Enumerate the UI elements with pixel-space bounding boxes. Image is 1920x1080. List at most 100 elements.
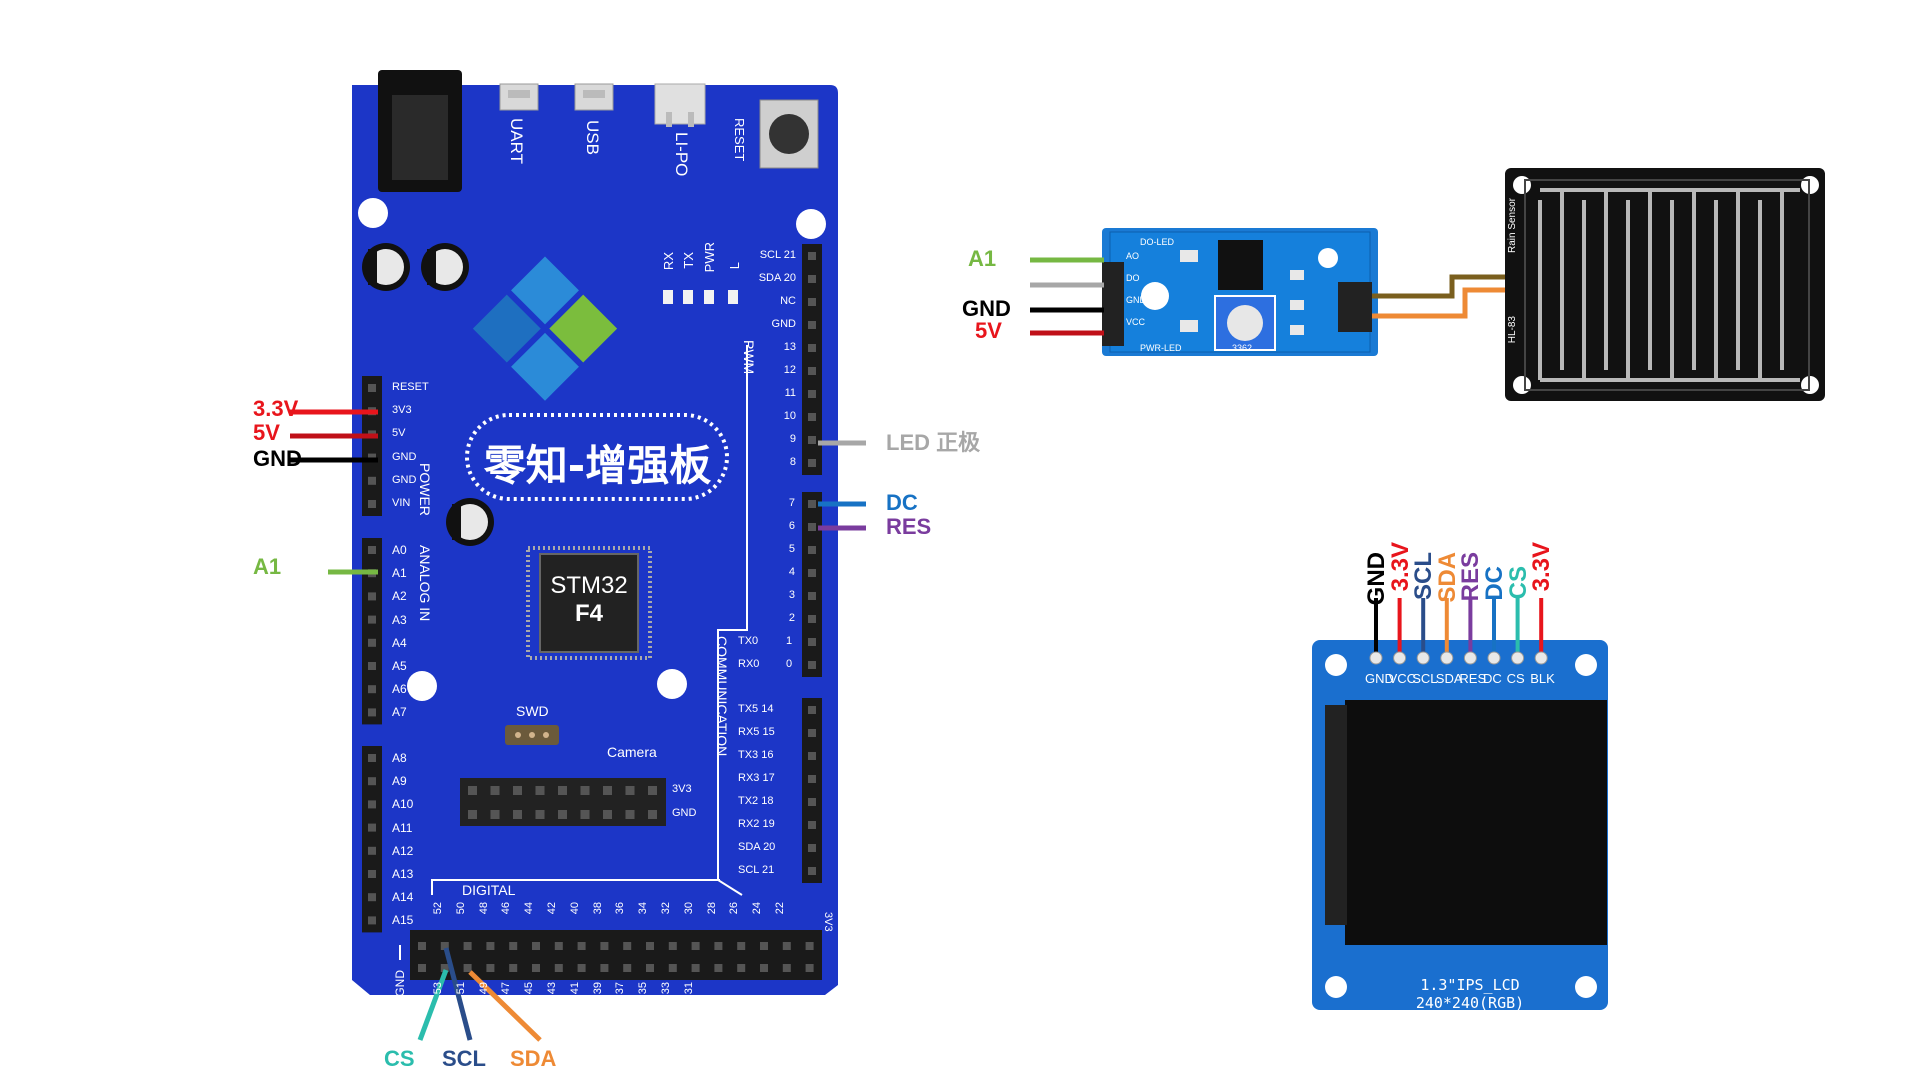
bottom-pin-label: 26 <box>728 902 741 915</box>
bottom-header-pin <box>782 942 791 950</box>
digital-header-pin <box>808 546 816 554</box>
left-wire-label: GND <box>253 446 302 471</box>
bottom-wire-label: CS <box>384 1046 415 1071</box>
bottom-pin-label: 42 <box>546 902 558 915</box>
comm-header-pin <box>808 729 816 737</box>
lcd-wire-label: 3.3V <box>1528 542 1556 592</box>
digital-header-pin <box>808 569 816 577</box>
digital-pin-label: TX0 <box>738 635 759 647</box>
digital-header-pin <box>808 500 816 508</box>
lcd-pin <box>1393 651 1407 665</box>
digital-pin-label: 3 <box>788 589 795 601</box>
bottom-header-pin <box>440 964 449 972</box>
comm-header-pin <box>808 775 816 783</box>
comm-pin-label: TX2 18 <box>738 795 774 807</box>
lcd-pin <box>1534 651 1548 665</box>
camera-header-pin <box>648 786 657 795</box>
comm-pin-label: RX3 17 <box>738 772 775 784</box>
led-l-label: L <box>727 262 742 270</box>
bottom-header-pin <box>486 964 495 972</box>
comm-pin-label: RX5 15 <box>738 726 775 738</box>
bottom-header-pin <box>418 942 426 950</box>
comm-pin-label: SCL 21 <box>738 864 775 876</box>
usb-port <box>574 83 614 111</box>
bottom-pin-label: 47 <box>500 982 513 995</box>
bottom-header-pin <box>623 964 632 972</box>
bottom-header-pin <box>623 942 632 950</box>
lcd-screen <box>1345 700 1607 945</box>
uart-label: UART <box>507 118 526 164</box>
sensor-wire-label: GND <box>962 296 1011 321</box>
analog-header-1-pin <box>368 615 376 624</box>
camera-header-pin <box>558 810 567 819</box>
pwm-header-pin <box>808 390 816 398</box>
bottom-header-pin <box>577 942 586 950</box>
digital-header-pin <box>808 523 816 531</box>
bottom-pin-label: 46 <box>500 902 513 915</box>
chip-label-1: STM32 <box>550 572 628 599</box>
bottom-3v3-label: 3V3 <box>822 912 834 932</box>
rain-traces <box>1524 179 1810 391</box>
lcd-pin-label: GND <box>1365 671 1394 686</box>
digital-header-pin <box>808 592 816 600</box>
analog-pin-label: A9 <box>392 774 407 789</box>
comm-header-pin <box>808 821 816 829</box>
lipo-connector <box>654 83 706 125</box>
analog-header-2-pin <box>368 823 376 832</box>
rain-sensor-model: HL-83 <box>1507 316 1518 344</box>
power-header-pin <box>368 384 376 392</box>
bottom-header-pin <box>691 942 700 950</box>
comm-header <box>802 698 822 883</box>
pin-headers <box>362 244 822 980</box>
bottom-header-pin <box>691 964 700 972</box>
camera-header-pin <box>513 810 522 819</box>
pwm-header-pin <box>808 459 816 467</box>
chip-label-2: F4 <box>574 600 603 627</box>
pwm-pin-label: GND <box>771 318 796 330</box>
lcd-wire-label: SCL <box>1410 552 1438 600</box>
pwm-header-pin <box>808 413 816 421</box>
analog-pin-label: A13 <box>392 867 414 881</box>
camera-header-pin <box>468 810 477 819</box>
bottom-header-pin <box>646 964 654 972</box>
rain-sensor-board <box>1505 168 1825 401</box>
reset-label: RESET <box>732 118 747 162</box>
camera-label: Camera <box>607 744 657 760</box>
camera-header-pin <box>603 810 612 819</box>
bottom-pin-label: 34 <box>637 902 650 915</box>
bottom-header-pin <box>760 942 768 950</box>
analog-header-2-pin <box>368 777 376 786</box>
bottom-pin-label: 32 <box>660 902 672 915</box>
lcd-pin <box>1511 651 1525 665</box>
pwm-pin-label: 13 <box>783 341 796 353</box>
analog-pin-label: A3 <box>392 612 407 627</box>
lcd-pin-label: CS <box>1506 671 1525 686</box>
bottom-header-pin <box>554 942 563 950</box>
bottom-wire-label: SCL <box>442 1046 486 1071</box>
bottom-header-pin <box>463 964 472 972</box>
pwm-pin-label: 9 <box>789 433 796 445</box>
power-pin-label: GND <box>392 473 417 486</box>
bottom-pin-label: 31 <box>682 982 695 995</box>
lipo-label: LI-PO <box>672 132 691 177</box>
camera-header-pin <box>490 810 500 819</box>
led-rx-label: RX <box>661 252 676 271</box>
bottom-pin-label: 33 <box>660 982 672 995</box>
digital-label: DIGITAL <box>462 882 516 898</box>
analog-section-label: ANALOG IN <box>417 545 433 622</box>
comm-header-pin <box>808 844 816 852</box>
bottom-pin-label: 48 <box>477 902 490 915</box>
analog-pin-label: A7 <box>392 705 407 720</box>
bottom-pin-label: 35 <box>637 982 650 995</box>
digital-pin-label: 5 <box>788 543 795 555</box>
pwr-led-label: PWR-LED <box>1140 343 1182 353</box>
lcd-pin <box>1487 651 1501 665</box>
right-wire-label: RES <box>886 514 932 539</box>
analog-pin-label: A12 <box>392 843 414 858</box>
bottom-header-pin <box>782 964 791 972</box>
analog-pin-label: A14 <box>392 890 414 905</box>
bottom-header-pin <box>440 942 449 950</box>
power-header-pin <box>368 476 376 485</box>
bottom-header-pin <box>463 942 472 950</box>
camera-header-pin <box>535 786 545 795</box>
